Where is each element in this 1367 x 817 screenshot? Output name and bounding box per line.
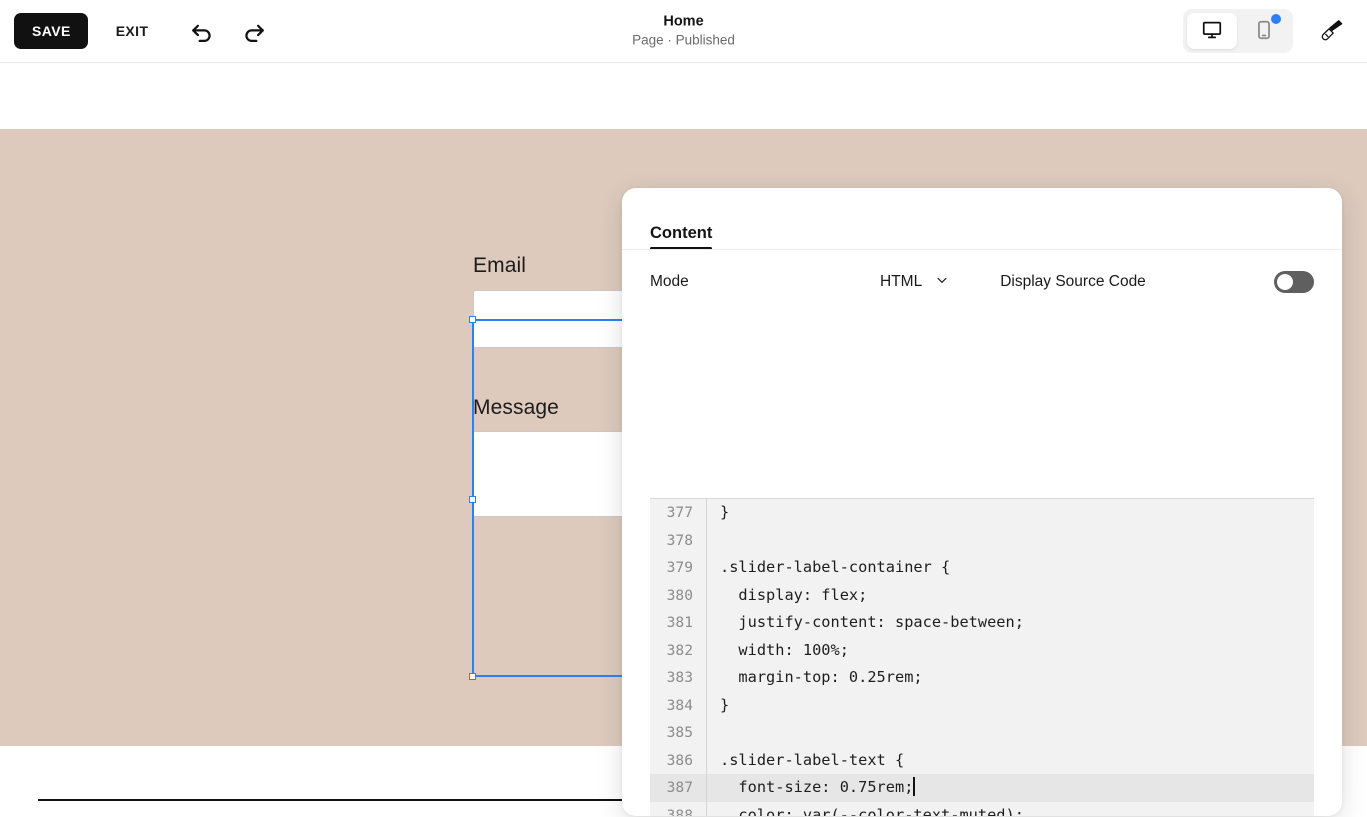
mode-select[interactable]: HTML — [878, 268, 952, 297]
code-line[interactable]: 385 — [650, 719, 1314, 747]
chevron-down-icon — [934, 272, 950, 293]
redo-button[interactable] — [232, 9, 276, 53]
design-brush-button[interactable] — [1311, 11, 1351, 51]
page-title: Home — [663, 13, 704, 30]
code-line[interactable]: 383 margin-top: 0.25rem; — [650, 664, 1314, 692]
line-text[interactable]: margin-top: 0.25rem; — [706, 664, 1314, 692]
code-line[interactable]: 381 justify-content: space-between; — [650, 609, 1314, 637]
mode-label: Mode — [650, 273, 689, 290]
line-number: 377 — [666, 504, 693, 521]
line-text[interactable]: display: flex; — [706, 581, 1314, 609]
line-number: 381 — [666, 614, 693, 631]
code-line[interactable]: 386 .slider-label-text { — [650, 746, 1314, 774]
tab-content[interactable]: Content — [650, 224, 713, 251]
code-line[interactable]: 387 font-size: 0.75rem; — [650, 774, 1314, 802]
line-text[interactable]: justify-content: space-between; — [706, 609, 1314, 637]
redo-icon — [240, 17, 268, 45]
line-number: 379 — [666, 559, 693, 576]
viewport-desktop-button[interactable] — [1187, 13, 1237, 49]
viewport-toggle-group — [1183, 9, 1293, 53]
display-source-code-label: Display Source Code — [1000, 273, 1146, 290]
code-line[interactable]: 378 — [650, 526, 1314, 554]
code-line[interactable]: 388 color: var(--color-text-muted); — [650, 801, 1314, 817]
mobile-icon — [1253, 19, 1275, 44]
line-number: 383 — [666, 669, 693, 686]
line-text[interactable]: } — [706, 691, 1314, 719]
code-line[interactable]: 384} — [650, 691, 1314, 719]
paintbrush-icon — [1317, 17, 1345, 45]
desktop-icon — [1201, 19, 1223, 44]
text-caret — [913, 777, 915, 796]
toolbar-right-group — [1183, 9, 1351, 53]
line-number: 386 — [666, 751, 693, 769]
code-line[interactable]: 379 .slider-label-container { — [650, 554, 1314, 582]
page-title-block: Home Page · Published — [632, 13, 735, 50]
code-line[interactable]: 377} — [650, 499, 1314, 527]
undo-icon — [188, 17, 216, 45]
line-number: 382 — [666, 641, 693, 659]
line-number: 384 — [666, 696, 693, 714]
code-line[interactable]: 380 display: flex; — [650, 581, 1314, 609]
line-text[interactable]: .slider-label-text { — [706, 746, 1314, 774]
email-field-label: Email — [473, 254, 527, 277]
line-text[interactable] — [706, 526, 1314, 554]
save-button[interactable]: SAVE — [14, 13, 88, 49]
line-text[interactable]: } — [706, 499, 1314, 527]
undo-button[interactable] — [180, 9, 224, 53]
mobile-changes-badge — [1271, 14, 1281, 24]
mode-control-row: Mode HTML Display Source Code — [622, 250, 1342, 314]
line-number: 385 — [666, 724, 693, 741]
line-number: 387 — [666, 779, 693, 796]
message-field-label: Message — [473, 396, 559, 419]
page-status: Page · Published — [632, 32, 735, 48]
viewport-mobile-button[interactable] — [1239, 13, 1289, 49]
mode-select-value: HTML — [880, 273, 923, 290]
display-source-code-toggle[interactable] — [1274, 271, 1314, 293]
exit-button[interactable]: EXIT — [100, 13, 165, 49]
line-number: 378 — [666, 531, 693, 549]
line-text[interactable] — [706, 719, 1314, 747]
line-number: 380 — [666, 586, 693, 604]
panel-tab-bar: Content — [622, 188, 1342, 250]
line-text[interactable]: color: var(--color-text-muted); — [706, 801, 1314, 816]
code-line[interactable]: 382 width: 100%; — [650, 636, 1314, 664]
line-text[interactable]: font-size: 0.75rem; — [706, 774, 1314, 802]
line-text[interactable]: width: 100%; — [706, 636, 1314, 664]
toolbar-left-group: SAVE EXIT — [0, 9, 276, 53]
line-text[interactable]: .slider-label-container { — [706, 554, 1314, 582]
top-toolbar: SAVE EXIT Home Page · Published — [0, 0, 1367, 63]
toggle-knob — [1277, 274, 1293, 290]
content-settings-panel: Content Mode HTML Display Source Code 37… — [622, 188, 1342, 816]
line-number: 388 — [666, 806, 693, 817]
